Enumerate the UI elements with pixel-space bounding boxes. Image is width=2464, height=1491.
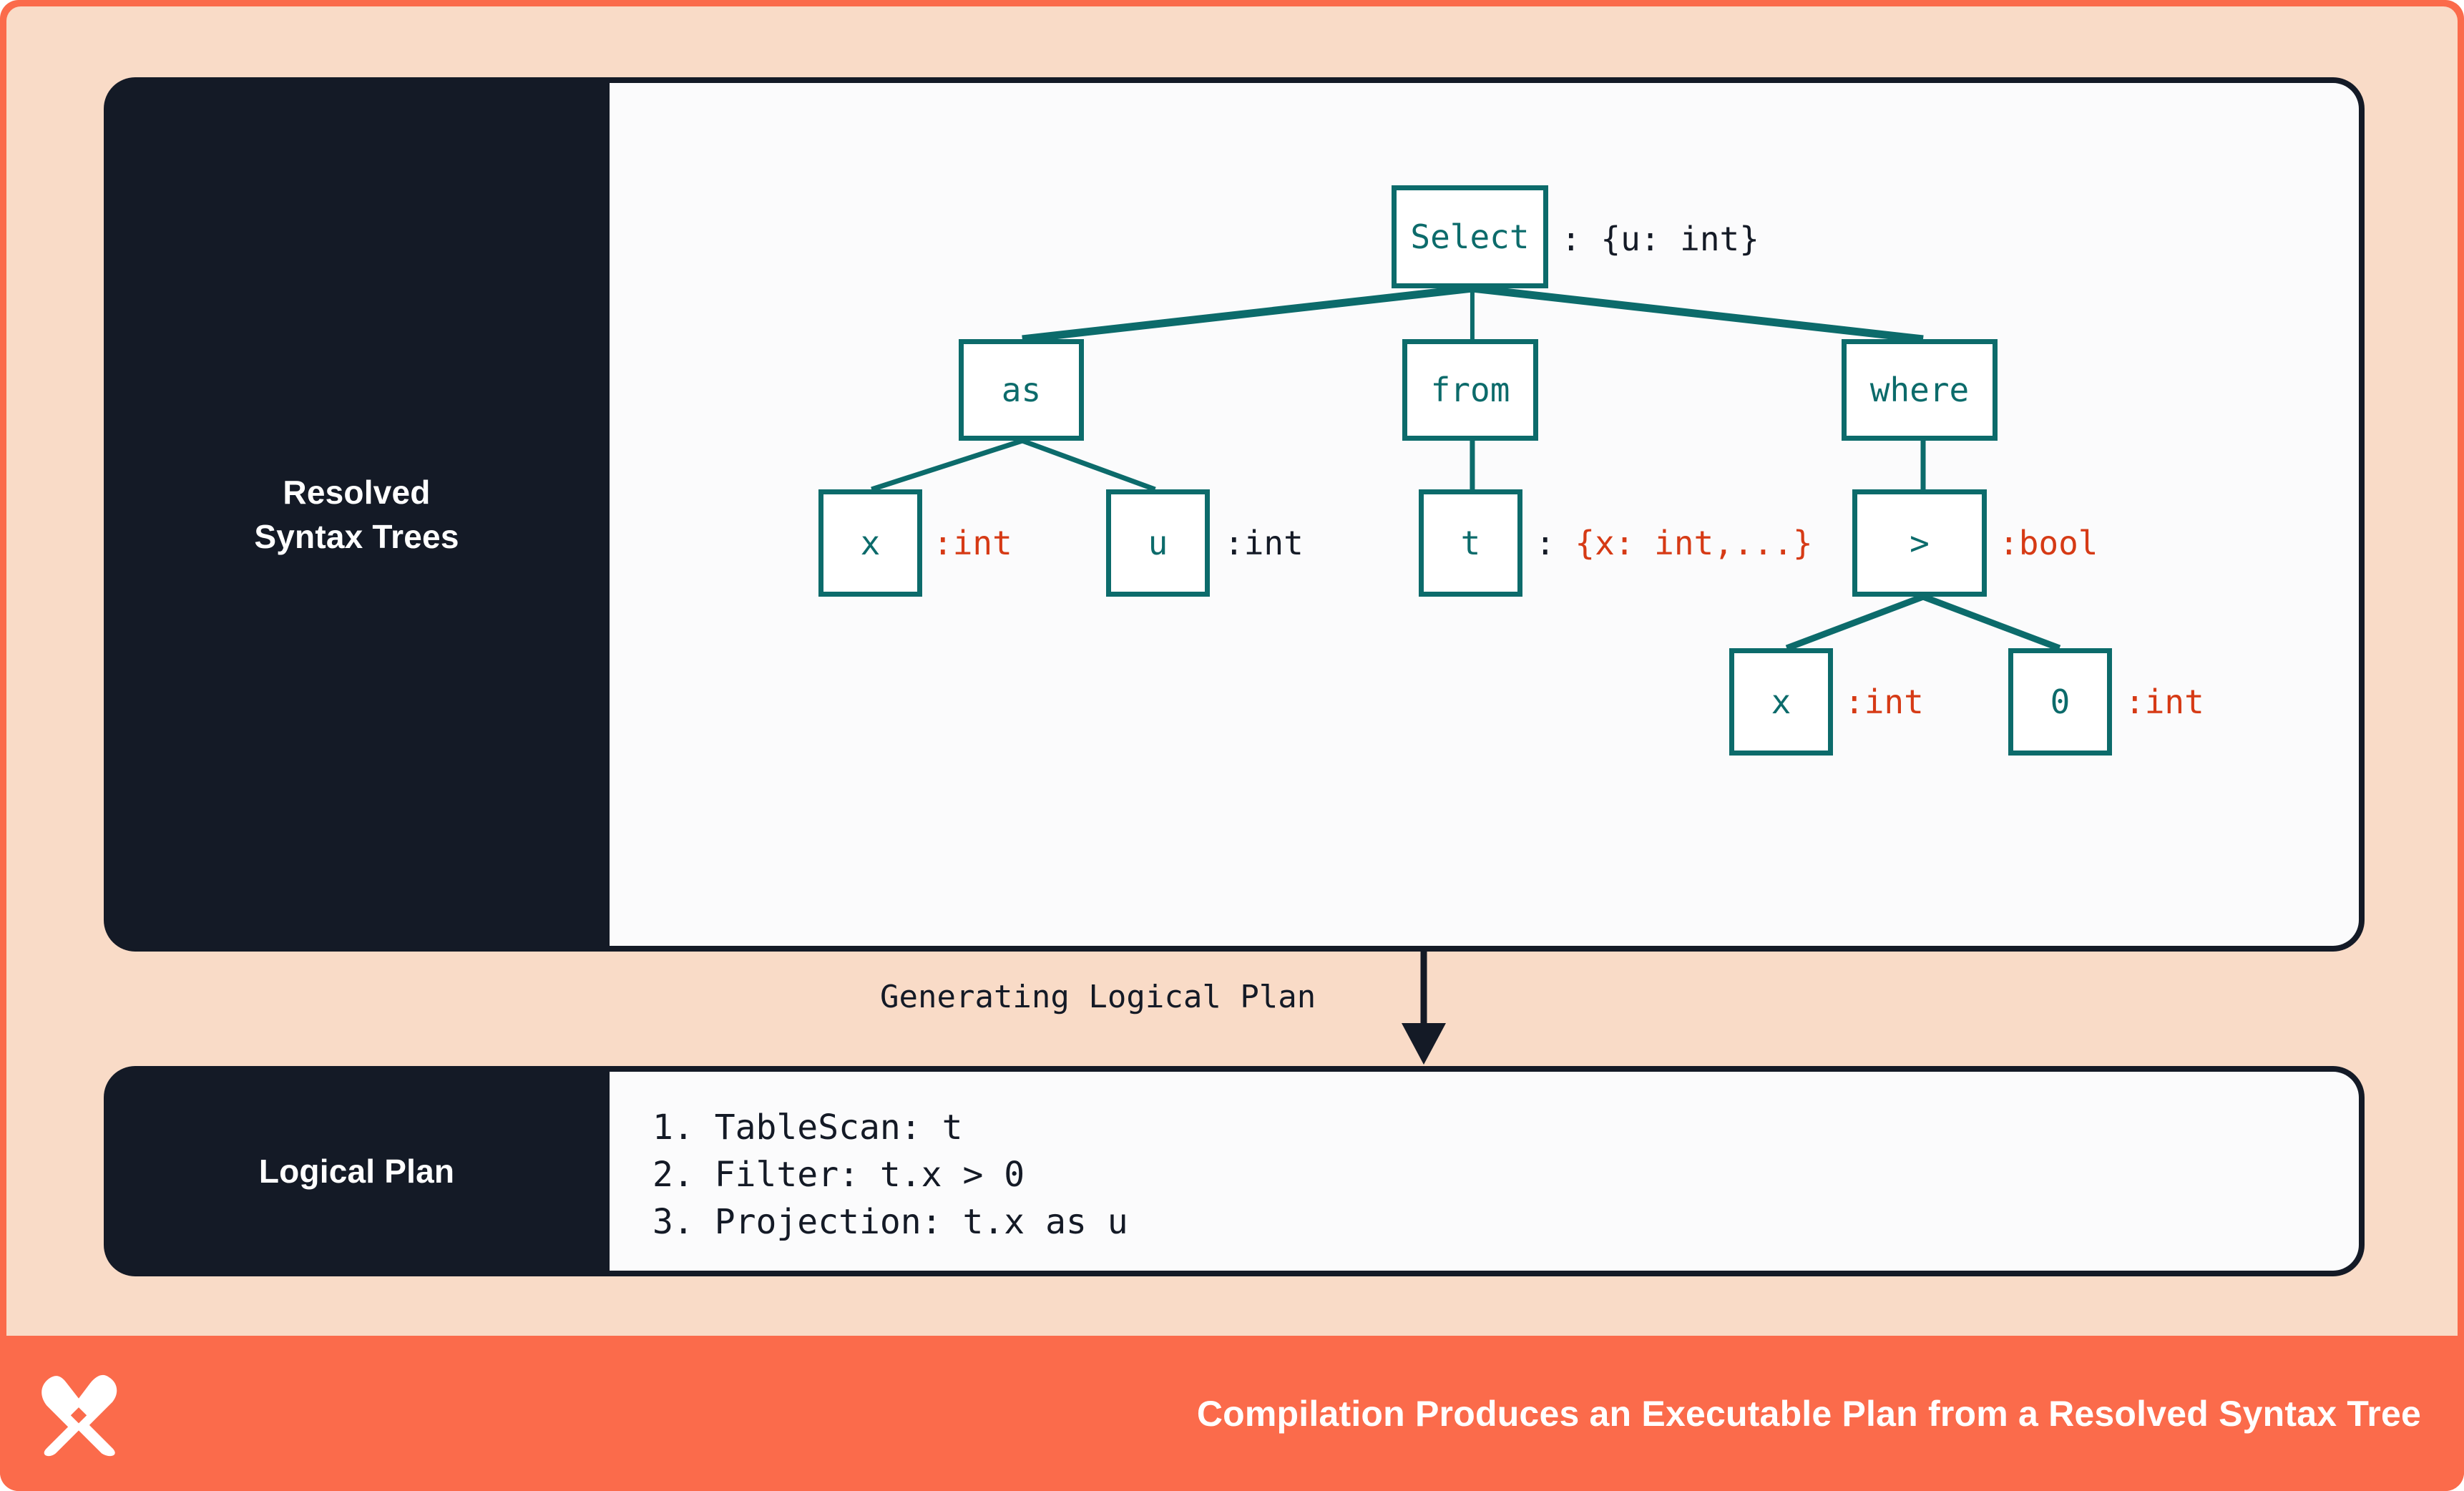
logical-plan-content-area: 1. TableScan: t 2. Filter: t.x > 0 3. Pr… (610, 1072, 2359, 1271)
panel-label-logical-plan: Logical Plan (104, 1066, 610, 1276)
annotation-gt-x: :int (1844, 685, 1924, 718)
panel-label-line-1: Resolved (283, 473, 431, 511)
footer-bar: Compilation Produces an Executable Plan … (0, 1336, 2464, 1491)
x-butterfly-logo-icon (41, 1374, 117, 1457)
annotation-gt-x-text: :int (1844, 683, 1924, 721)
panel-label-line-2: Syntax Trees (254, 518, 459, 555)
tree-content-area: Select : {u: int} as from where x (610, 83, 2359, 946)
panel-logical-plan: Logical Plan 1. TableScan: t 2. Filter: … (104, 1066, 2365, 1276)
down-arrow-icon (1402, 952, 1446, 1065)
annotation-as-u-text: :int (1224, 524, 1304, 562)
tree-node-from-t-label: t (1460, 524, 1481, 562)
logical-plan-step-list: 1. TableScan: t 2. Filter: t.x > 0 3. Pr… (652, 1105, 1128, 1246)
annotation-select: : {u: int} (1561, 223, 1759, 255)
annotation-gt-0-text: :int (2125, 683, 2204, 721)
panel-label-logical-plan-text: Logical Plan (258, 1152, 455, 1190)
list-item: 1. TableScan: t (652, 1108, 963, 1148)
tree-node-select[interactable]: Select (1392, 185, 1548, 288)
annotation-from-t-type: {x: int,...} (1575, 524, 1813, 562)
annotation-from-t: : {x: int,...} (1535, 527, 1813, 559)
tree-node-gt-label: > (1910, 524, 1930, 562)
panel-resolved-syntax-trees: Resolved Syntax Trees (104, 77, 2365, 952)
list-item: 2. Filter: t.x > 0 (652, 1154, 1025, 1195)
tree-node-as-x-label: x (860, 524, 881, 562)
list-item: 3. Projection: t.x as u (652, 1201, 1128, 1242)
tree-node-gt-0-label: 0 (2050, 683, 2071, 721)
tree-node-select-label: Select (1410, 217, 1530, 256)
tree-node-from[interactable]: from (1402, 339, 1538, 441)
annotation-gt-0: :int (2125, 685, 2204, 718)
tree-node-gt-0[interactable]: 0 (2008, 648, 2112, 756)
tree-node-gt-x-label: x (1771, 683, 1791, 721)
annotation-as-x: :int (933, 527, 1012, 559)
tree-node-as-x[interactable]: x (818, 489, 922, 597)
tree-node-as[interactable]: as (959, 339, 1084, 441)
transition-label: Generating Logical Plan (880, 979, 1316, 1015)
tree-node-from-t[interactable]: t (1419, 489, 1522, 597)
panel-label-resolved-syntax-trees: Resolved Syntax Trees (104, 77, 610, 952)
syntax-tree-canvas: Select : {u: int} as from where x (610, 83, 2359, 946)
tree-node-from-label: from (1430, 371, 1510, 409)
annotation-gt-text: :bool (1999, 524, 2098, 562)
footer-caption: Compilation Produces an Executable Plan … (1196, 1393, 2421, 1434)
tree-node-gt[interactable]: > (1852, 489, 1987, 597)
tree-node-as-u-label: u (1148, 524, 1168, 562)
tree-node-as-u[interactable]: u (1106, 489, 1210, 597)
tree-node-gt-x[interactable]: x (1729, 648, 1833, 756)
transition-arrow-zone: Generating Logical Plan (104, 952, 2365, 1066)
tree-node-where-label: where (1869, 371, 1970, 409)
annotation-as-x-text: :int (933, 524, 1012, 562)
tree-edges (871, 284, 2061, 652)
annotation-select-text: : {u: int} (1561, 220, 1759, 258)
tree-node-where[interactable]: where (1842, 339, 1998, 441)
annotation-from-t-colon: : (1535, 524, 1575, 562)
tree-node-as-label: as (1001, 371, 1042, 409)
annotation-as-u: :int (1224, 527, 1304, 559)
annotation-gt: :bool (1999, 527, 2098, 559)
